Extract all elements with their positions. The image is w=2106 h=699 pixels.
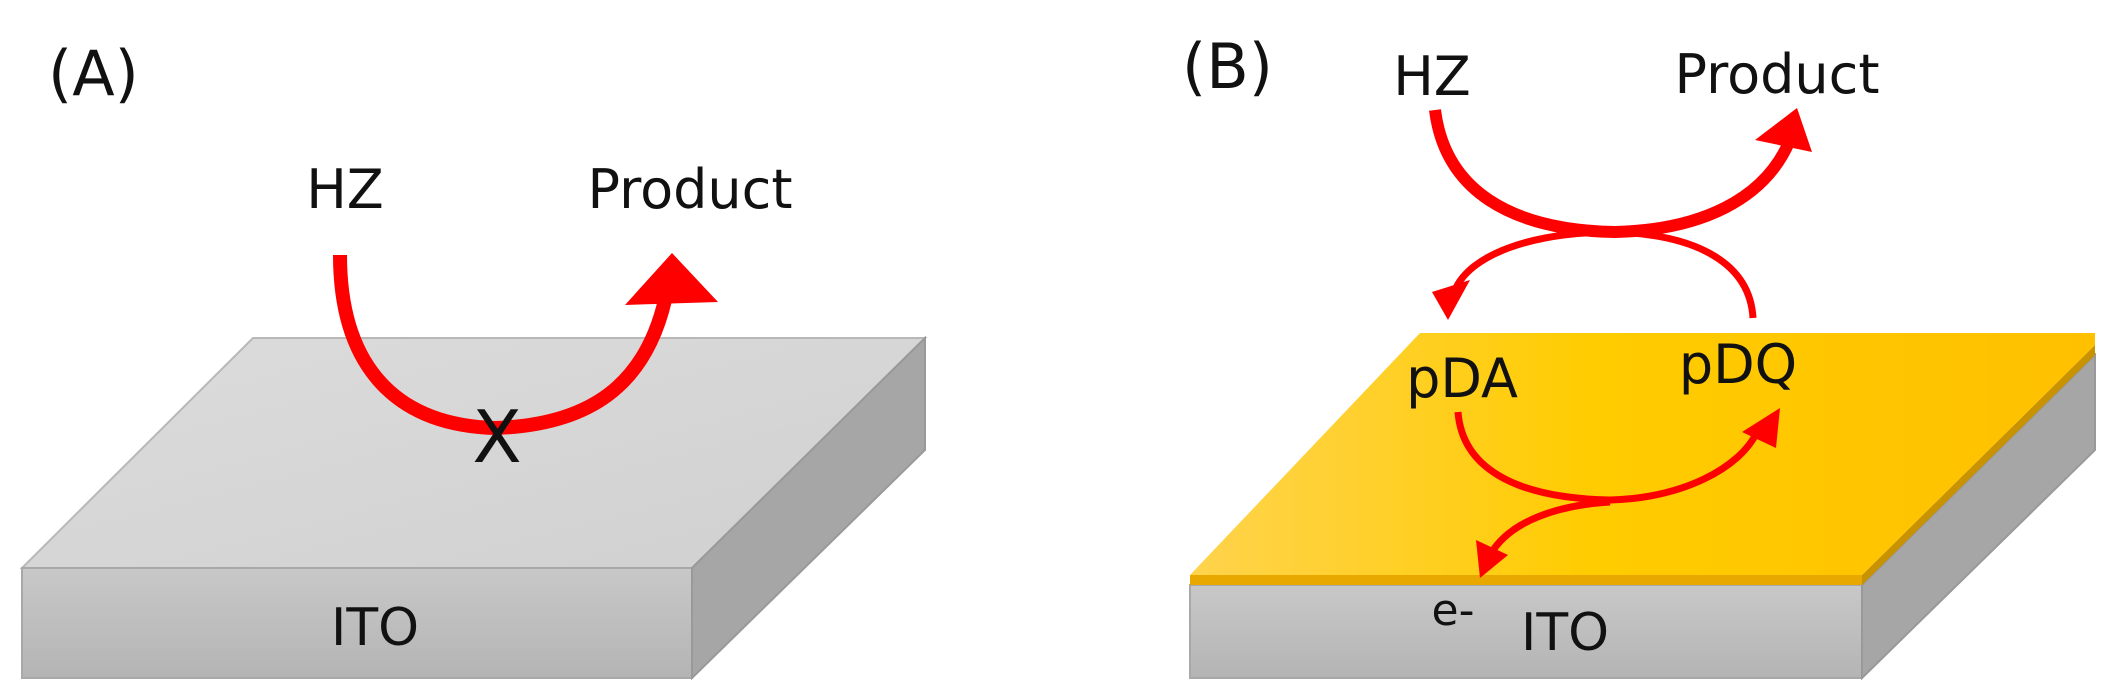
pda-film-top — [1190, 333, 2095, 575]
ito-slab-b: ITO e- — [1189, 333, 2096, 681]
film-side-edge — [1862, 345, 2095, 585]
ito-side-face-a — [691, 335, 926, 681]
film-front-edge — [1190, 575, 1862, 585]
reactant-label-a: HZ — [306, 158, 384, 221]
blocked-x-mark: X — [472, 395, 521, 479]
pdq-label: pDQ — [1679, 333, 1797, 396]
pdq-to-pda-arrow — [1451, 228, 1757, 319]
ito-slab-a: ITO — [19, 335, 928, 681]
reaction-arrow-a — [333, 253, 718, 435]
hz-to-product-arrow — [1429, 109, 1796, 239]
panel-b-letter: (B) — [1182, 30, 1273, 103]
pda-arrowhead — [1432, 280, 1470, 320]
product-label-a: Product — [587, 158, 792, 221]
ito-label-b: ITO — [1521, 603, 1609, 663]
ito-side-face-b — [1861, 352, 2096, 681]
electron-label: e- — [1432, 585, 1475, 636]
product-arrowhead-b — [1755, 108, 1812, 152]
panel-a: (A) ITO HZ Product X — [19, 37, 928, 681]
upper-cycle-arrows — [1429, 108, 1812, 320]
product-label-b: Product — [1674, 43, 1879, 106]
electron-arrowhead — [1476, 540, 1508, 578]
electron-release-arrow — [1486, 498, 1611, 557]
ito-label-a: ITO — [331, 598, 419, 658]
panel-a-letter: (A) — [48, 37, 139, 110]
arrow-out-a — [494, 298, 672, 435]
panel-b: (B) ITO e- HZ Product pDA pDQ — [1182, 30, 2096, 681]
lower-cycle-arrows — [1454, 408, 1780, 578]
pdq-arrowhead — [1742, 408, 1780, 448]
reactant-label-b: HZ — [1393, 45, 1471, 108]
arrow-in-a — [333, 254, 496, 435]
arrowhead-a — [625, 253, 718, 305]
pda-label: pDA — [1406, 347, 1518, 410]
